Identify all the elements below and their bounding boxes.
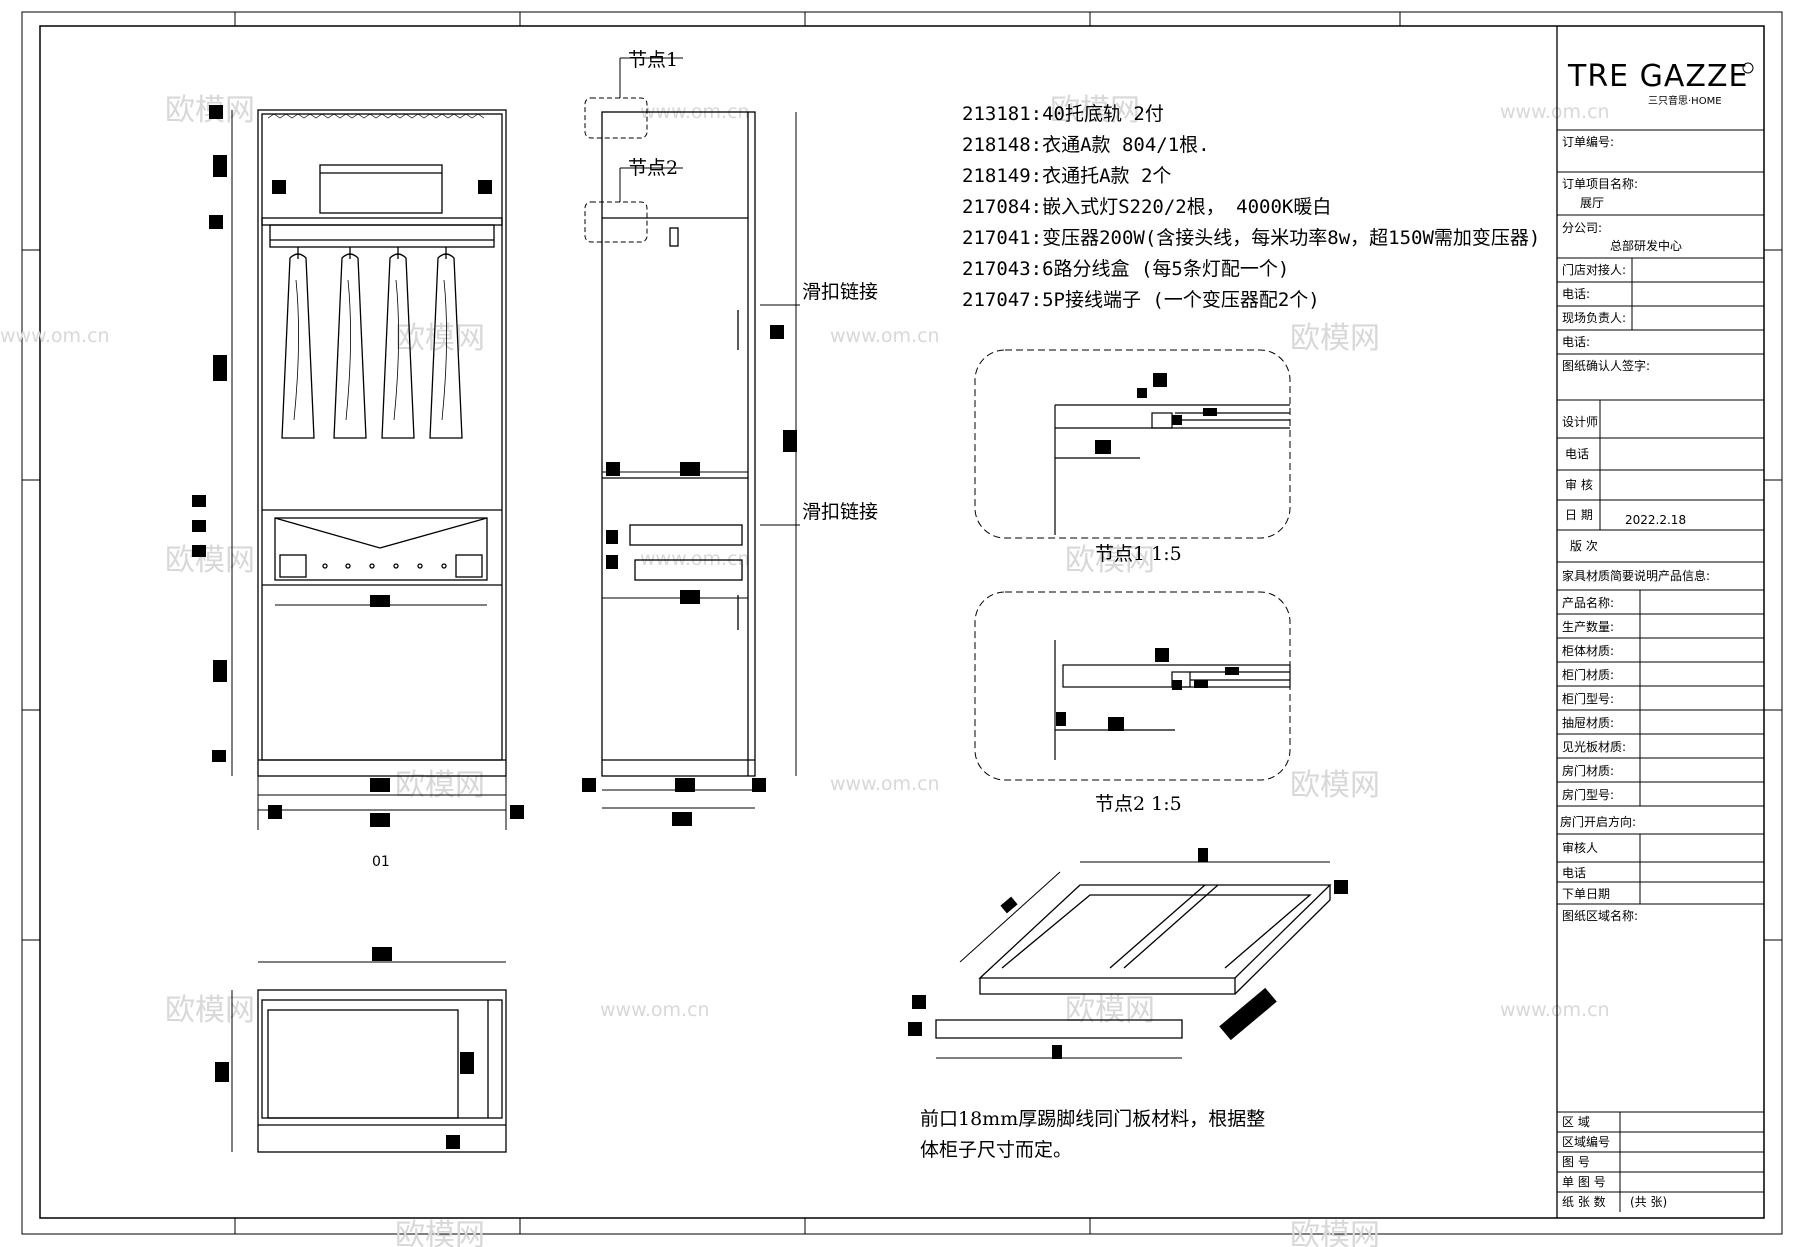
hanging-garments xyxy=(281,247,463,439)
tb-branch: 分公司: xyxy=(1562,221,1602,235)
parts-item: 213181:40托底轨 2付 xyxy=(962,103,1164,125)
parts-list: 213181:40托底轨 2付 218148:衣通A款 804/1根. 2181… xyxy=(962,103,1540,311)
parts-item: 217043:6路分线盒 (每5条灯配一个) xyxy=(962,258,1289,280)
watermark: 欧模网 xyxy=(1050,93,1140,128)
tb-sheet-no: 单 图 号 xyxy=(1562,1175,1606,1189)
watermark: 欧模网 xyxy=(165,993,255,1028)
detail1-frame xyxy=(974,349,1291,539)
tb-sheet-total: (共 张) xyxy=(1630,1195,1667,1209)
plan-view xyxy=(257,989,507,1153)
watermark: www.om.cn xyxy=(830,325,940,347)
parts-item: 218149:衣通托A款 2个 xyxy=(962,165,1171,187)
watermark: www.om.cn xyxy=(640,548,750,570)
detail2-frame xyxy=(974,591,1291,781)
watermark: 欧模网 xyxy=(395,768,485,803)
tb-material-info: 家具材质简要说明产品信息: xyxy=(1562,568,1710,583)
tb-site-manager: 现场负责人: xyxy=(1562,311,1626,325)
drawer-dots xyxy=(322,563,447,569)
tb-order-no: 订单编号: xyxy=(1562,134,1614,149)
tb-reviewer: 审核人 xyxy=(1562,840,1598,855)
watermark: www.om.cn xyxy=(0,325,110,347)
brand-logo: TRE GAZZE xyxy=(1567,59,1749,94)
note-line-2: 体柜子尺寸而定。 xyxy=(920,1139,1072,1161)
node2-callout xyxy=(584,201,648,243)
front-dimensions xyxy=(231,110,507,830)
tb-region: 区 域 xyxy=(1562,1115,1590,1129)
tb-quantity: 生产数量: xyxy=(1562,619,1614,634)
tb-phone2: 电话: xyxy=(1562,335,1590,349)
tb-product-name: 产品名称: xyxy=(1562,595,1614,610)
tb-door-model: 柜门型号: xyxy=(1562,691,1614,706)
inner-border xyxy=(39,25,1765,1219)
node2-label: 节点2 xyxy=(628,157,678,179)
watermark: www.om.cn xyxy=(830,773,940,795)
view-number: 01 xyxy=(372,854,390,870)
plinth-iso xyxy=(935,884,1332,1039)
slide-label-1: 滑扣链接 xyxy=(802,281,878,303)
tb-panel-material: 见光板材质: xyxy=(1562,740,1626,754)
tb-drawer-material: 抽屉材质: xyxy=(1562,716,1614,730)
tb-designer: 设计师 xyxy=(1562,415,1598,429)
node1-label: 节点1 xyxy=(628,49,678,71)
note-line-1: 前口18mm厚踢脚线同门板材料，根据整 xyxy=(920,1108,1265,1130)
frame-ticks xyxy=(22,12,1782,1234)
watermark: www.om.cn xyxy=(1500,101,1610,123)
watermark: 欧模网 xyxy=(1290,768,1380,803)
tb-phone1: 电话: xyxy=(1562,287,1590,301)
tb-phone4: 电话 xyxy=(1562,866,1586,880)
detail1-scale: 节点1 1:5 xyxy=(1095,543,1182,565)
tb-phone3: 电话 xyxy=(1565,447,1589,461)
title-block: TRE GAZZE 三只音思·HOME 订单编号: 订单项目名称: 展厅 分公司… xyxy=(1556,26,1764,1218)
parts-item: 217084:嵌入式灯S220/2根， 4000K暖白 xyxy=(962,196,1331,218)
tb-sheet-count: 纸 张 数 xyxy=(1562,1194,1606,1209)
tb-region-no: 区域编号 xyxy=(1562,1134,1610,1149)
tb-store-contact: 门店对接人: xyxy=(1562,262,1626,277)
parts-item: 218148:衣通A款 804/1根. xyxy=(962,134,1210,156)
tb-order-date: 下单日期 xyxy=(1562,887,1610,901)
tb-date: 日 期 xyxy=(1565,508,1593,522)
watermark: 欧模网 xyxy=(1065,543,1155,578)
plan-dimensions xyxy=(231,961,506,1152)
tb-version: 版 次 xyxy=(1570,539,1598,553)
tb-room-door-model: 房门型号: xyxy=(1562,787,1614,802)
watermarks: 欧模网 欧模网 www.om.cn www.om.cn 欧模网 欧模网 www.… xyxy=(0,93,1610,1247)
watermark: 欧模网 xyxy=(165,543,255,578)
tb-review: 审 核 xyxy=(1565,477,1593,492)
tb-door-open: 房门开启方向: xyxy=(1560,814,1636,829)
watermark: www.om.cn xyxy=(1500,999,1610,1021)
tb-confirm-sign: 图纸确认人签字: xyxy=(1562,358,1650,373)
tb-date-value: 2022.2.18 xyxy=(1625,513,1686,527)
front-elevation xyxy=(257,109,507,777)
tb-drawing-no: 图 号 xyxy=(1562,1155,1590,1169)
watermark: 欧模网 xyxy=(395,1218,485,1247)
watermark: 欧模网 xyxy=(1290,1218,1380,1247)
parts-item: 217047:5P接线端子 (一个变压器配2个) xyxy=(962,289,1320,311)
tb-room-door-material: 房门材质: xyxy=(1562,763,1614,778)
detail1-drawing xyxy=(1054,404,1290,535)
parts-item: 217041:变压器200W(含接头线，每米功率8w，超150W需加变压器) xyxy=(962,227,1540,249)
watermark: 欧模网 xyxy=(1290,321,1380,356)
tb-body-material: 柜体材质: xyxy=(1562,644,1614,658)
detail2-scale: 节点2 1:5 xyxy=(1095,793,1182,815)
watermark: 欧模网 xyxy=(1065,993,1155,1028)
tb-door-material: 柜门材质: xyxy=(1562,667,1614,682)
dimension-labels-side xyxy=(582,325,797,826)
tb-project-value: 展厅 xyxy=(1580,196,1604,210)
slide-label-2: 滑扣链接 xyxy=(802,501,878,523)
side-elevation xyxy=(601,111,756,777)
node1-callout xyxy=(584,97,648,139)
dimension-labels-front xyxy=(192,105,524,827)
side-dimensions xyxy=(602,112,797,809)
watermark: www.om.cn xyxy=(600,999,710,1021)
tb-area-name: 图纸区域名称: xyxy=(1562,908,1638,923)
detail2-drawing xyxy=(1054,640,1291,760)
brand-sub: 三只音思·HOME xyxy=(1648,94,1722,107)
outer-border xyxy=(21,11,1783,1235)
tb-project-name: 订单项目名称: xyxy=(1562,176,1638,191)
tb-branch-value: 总部研发中心 xyxy=(1610,238,1682,253)
